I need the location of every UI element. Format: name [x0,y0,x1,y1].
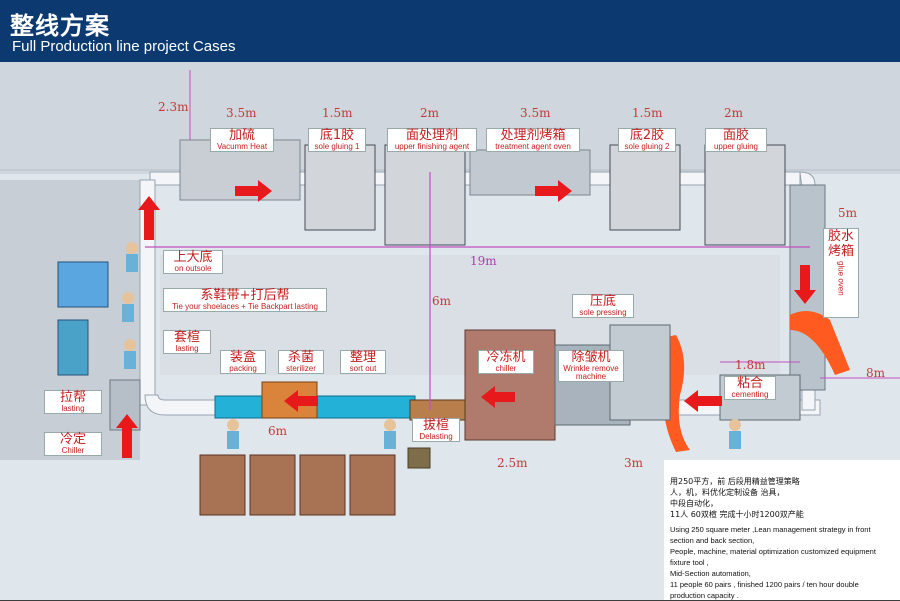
dim-2m-a: 2m [420,106,440,120]
dim-3-5m-b: 3.5m [520,106,551,120]
description-note: 用250平方，前 后段用精益管理策略 人，机，料优化定制设备 治具， 中段自动化… [664,460,900,600]
dim-6m-bottom: 6m [268,424,288,438]
box-3 [299,454,346,516]
dim-6m-mid: 6m [432,294,452,308]
arrow-up-left [138,196,160,240]
machine-sole-gluing-2 [609,144,681,231]
machine-delasting [409,399,466,421]
worker-1 [126,242,138,254]
dim-3-5m-a: 3.5m [226,106,257,120]
machine-chiller [464,329,556,441]
arrow-down-right [794,265,816,304]
box-4 [349,454,396,516]
note-en-line-4: fixture tool , [670,558,709,567]
arrow-left-packing [284,390,318,412]
worker-5 [384,419,396,431]
worker-2 [122,292,134,304]
box-5 [407,447,431,469]
flow-arrows [116,180,816,458]
machine-treatment-oven [469,149,591,196]
dim-2m-b: 2m [724,106,744,120]
machine-upper-finishing [384,144,466,246]
note-en-line-7: production capacity . [670,591,739,600]
machine-sole-gluing-1 [304,144,376,231]
note-en-line-6: 11 people 60 pairs , finished 1200 pairs… [670,580,859,589]
header-bar: 整线方案 Full Production line project Cases [0,0,900,62]
note-en-line-5: Mid-Section automation, [670,569,751,578]
box-1 [199,454,246,516]
arrow-left-chiller [481,386,515,408]
note-cn-line-1: 用250平方，前 后段用精益管理策略 [670,477,800,486]
note-cn-line-4: 11人 60双楦 完成十小时1200双产能 [670,510,804,519]
dim-5m: 5m [838,206,858,220]
dim-3m: 3m [624,456,644,470]
arrow-right-1 [235,180,272,202]
machine-gray-rack [57,319,89,376]
note-cn-line-2: 人，机，料优化定制设备 治具， [670,488,785,497]
worker-4 [227,419,239,431]
dim-1-8m: 1.8m [735,358,766,372]
note-en-line-2: section and back section, [670,536,755,545]
dim-19m: 19m [470,254,497,268]
page-title-cn: 整线方案 [10,12,110,40]
note-en-line-3: People, machine, material optimization c… [670,547,876,556]
page-title-en: Full Production line project Cases [12,38,236,55]
arrow-right-2 [535,180,572,202]
dim-2-3m: 2.3m [158,100,189,114]
machine-upper-gluing [704,144,786,246]
note-en-line-1: Using 250 square meter ,Lean management … [670,525,871,534]
dim-1-5m-b: 1.5m [632,106,663,120]
dim-8m: 8m [866,366,886,380]
dim-1-5m-a: 1.5m [322,106,353,120]
arrow-left-cementing [684,390,722,412]
worker-6 [729,419,741,431]
dim-2-5m: 2.5m [497,456,528,470]
arrow-up-chiller [116,414,138,458]
worker-3 [124,339,136,351]
orange-curtain-top [790,311,850,375]
box-2 [249,454,296,516]
note-cn-line-3: 中段自动化， [670,499,718,508]
machine-blue-stack [57,261,109,308]
